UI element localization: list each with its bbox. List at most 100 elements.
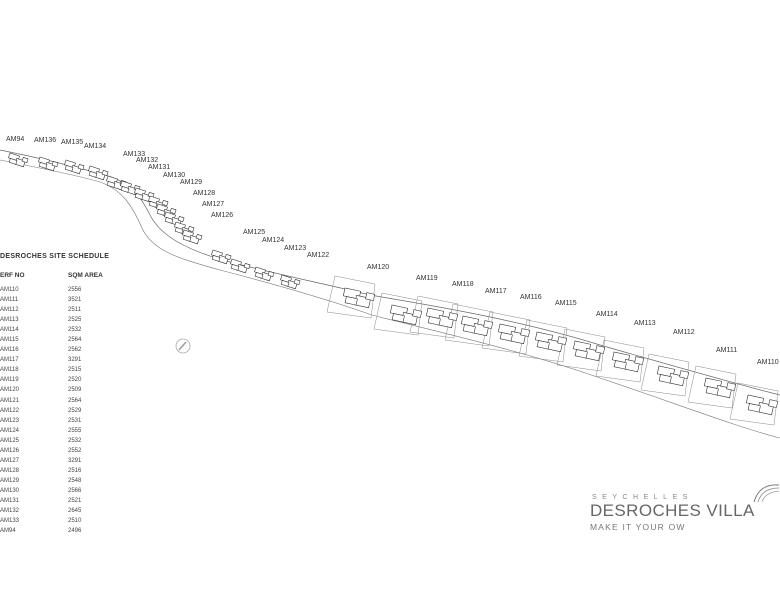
lot-label: AM115 <box>555 300 577 307</box>
building-block <box>169 207 177 215</box>
lot-boundary-line <box>373 292 383 330</box>
villa-footprint <box>703 377 737 399</box>
sqm-area: 2562 <box>68 347 82 354</box>
erf-number: AM126 <box>0 447 20 454</box>
erf-number: AM114 <box>0 327 19 334</box>
building-block <box>134 192 144 200</box>
lot-label: AM118 <box>452 281 474 288</box>
villa-footprint <box>425 307 459 329</box>
lot-label: AM116 <box>520 294 542 301</box>
villa-footprint <box>342 287 376 309</box>
building-block <box>613 360 627 370</box>
lot-label: AM122 <box>307 252 329 259</box>
brand-tagline: SEYCHELLES <box>592 494 693 501</box>
header-sqm-area: SQM AREA <box>68 272 103 279</box>
villa-footprint <box>88 165 109 181</box>
sqm-area: 3291 <box>68 357 82 364</box>
brand-swoosh-icon <box>753 484 780 503</box>
building-block <box>705 386 719 396</box>
building-block <box>483 320 494 329</box>
building-block <box>267 270 275 278</box>
villa-footprint <box>656 365 690 387</box>
building-block <box>38 161 48 169</box>
lot-label: AM125 <box>243 229 265 236</box>
erf-number: AM132 <box>0 508 20 515</box>
sqm-area: 3521 <box>68 297 82 304</box>
site-schedule-table: DESROCHES SITE SCHEDULE ERF NO SQM AREA … <box>0 253 140 536</box>
villa-footprint <box>460 315 494 337</box>
lot-boundary-line <box>687 365 697 403</box>
building-block <box>412 309 423 318</box>
villa-footprint <box>230 258 251 274</box>
villa-footprint <box>64 159 85 175</box>
lot-outline <box>687 365 737 409</box>
lot-outline <box>444 303 494 347</box>
erf-number: AM127 <box>0 457 20 464</box>
villa-footprint <box>254 266 275 282</box>
building-block <box>106 180 116 188</box>
brand-name: DESROCHES VILLA <box>590 501 755 520</box>
erf-number: AM112 <box>0 307 19 314</box>
building-block <box>64 164 74 172</box>
lot-label: AM134 <box>84 143 106 150</box>
lot-outline <box>729 382 779 426</box>
erf-number: AM111 <box>0 297 19 304</box>
building-block <box>8 157 18 165</box>
lot-label: AM130 <box>163 172 185 179</box>
building-block <box>174 226 184 234</box>
schedule-header-row: ERF NO SQM AREA <box>0 272 140 279</box>
building-block <box>195 233 203 241</box>
villa-footprint <box>572 340 606 362</box>
building-block <box>51 160 59 168</box>
sqm-area: 2531 <box>68 417 82 424</box>
building-block <box>148 200 158 208</box>
schedule-row: AM114 2532 <box>0 325 140 335</box>
lot-label: AM132 <box>136 157 158 164</box>
building-block <box>187 225 195 233</box>
sqm-area: 2564 <box>68 337 82 344</box>
building-block <box>280 279 290 287</box>
building-block <box>254 271 264 279</box>
sqm-area: 2556 <box>68 287 82 293</box>
lot-label: AM135 <box>61 139 83 146</box>
sqm-area: 2548 <box>68 477 82 484</box>
sqm-area: 2566 <box>68 487 82 494</box>
sqm-area: 2532 <box>68 327 82 334</box>
schedule-row: AM116 2562 <box>0 345 140 355</box>
erf-number: AM133 <box>0 518 20 525</box>
villa-footprint <box>280 274 301 290</box>
building-block <box>499 332 513 342</box>
lot-boundary-line <box>326 275 336 313</box>
lot-label: AM94 <box>6 136 24 143</box>
building-block <box>365 292 376 301</box>
building-block <box>120 185 130 193</box>
erf-number: AM120 <box>0 387 20 394</box>
north-arrow-icon <box>175 338 191 354</box>
lot-label: AM126 <box>211 212 233 219</box>
building-block <box>182 234 192 242</box>
erf-number: AM122 <box>0 407 20 414</box>
sqm-area: 2510 <box>68 518 82 525</box>
schedule-row: AM133 2510 <box>0 516 140 526</box>
building-block <box>21 156 29 164</box>
building-block <box>156 208 166 216</box>
erf-number: AM116 <box>0 347 19 354</box>
lot-label: AM131 <box>148 164 170 171</box>
erf-number: AM131 <box>0 497 20 504</box>
building-block <box>344 296 358 306</box>
building-block <box>595 345 606 354</box>
lot-outline <box>518 319 568 363</box>
erf-number: AM113 <box>0 317 19 324</box>
erf-number: AM130 <box>0 487 20 494</box>
villa-footprint <box>534 331 568 353</box>
sqm-area: 2521 <box>68 497 82 504</box>
lot-outline <box>556 328 606 372</box>
